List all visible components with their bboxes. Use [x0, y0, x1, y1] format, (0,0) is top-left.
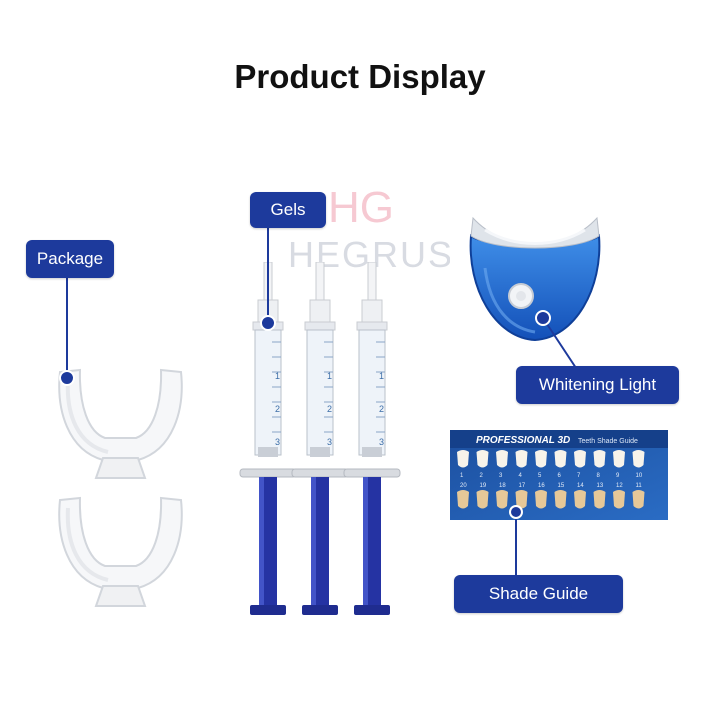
gel-syringe-2: 1 2 3	[291, 262, 349, 615]
shade-number-top: 8	[597, 473, 601, 479]
syringe-mark-3: 3	[327, 437, 332, 447]
shade-tooth-light	[457, 450, 469, 468]
shade-number-top: 3	[499, 473, 503, 479]
shade-tooth-dark	[593, 490, 606, 509]
shade-number-top: 4	[519, 473, 523, 479]
shade-tooth-dark	[613, 490, 625, 509]
whitening-light-device	[469, 216, 601, 342]
mouth-tray-top	[58, 368, 183, 479]
shade-number-bottom: 13	[597, 483, 604, 489]
syringe-mark-1: 1	[327, 371, 332, 381]
shade-guide-brand: PROFESSIONAL 3D	[476, 435, 570, 446]
shade-tooth-dark	[632, 490, 645, 509]
shade-number-top: 5	[538, 473, 542, 479]
shade-number-bottom: 15	[558, 483, 565, 489]
syringe-mark-3: 3	[379, 437, 384, 447]
shade-number-bottom: 11	[636, 483, 643, 489]
shade-number-bottom: 12	[616, 483, 623, 489]
syringe-mark-2: 2	[379, 404, 384, 414]
page-title: Product Display	[234, 58, 486, 95]
gel-syringe-3: 1 2 3	[343, 262, 401, 615]
shade-tooth-dark	[574, 490, 586, 509]
shade-tooth-dark	[476, 490, 489, 509]
watermark-monogram: HG	[328, 183, 394, 232]
shade-tooth-dark	[535, 490, 547, 509]
gels-label: Gels	[250, 192, 326, 228]
shade-guide-subtitle: Teeth Shade Guide	[578, 438, 638, 445]
shade-tooth-light	[632, 450, 645, 468]
shade-number-top: 10	[636, 473, 643, 479]
syringe-mark-2: 2	[275, 404, 280, 414]
shade-guide-label: Shade Guide	[454, 575, 623, 613]
package-label: Package	[26, 240, 114, 278]
syringe-mark-3: 3	[275, 437, 280, 447]
shade-number-bottom: 14	[577, 483, 584, 489]
shade-number-top: 2	[480, 473, 484, 479]
shade-tooth-light	[574, 450, 586, 468]
shade-number-bottom: 17	[519, 483, 526, 489]
shade-number-bottom: 20	[460, 483, 467, 489]
brand-watermark: HG HEGRUS	[288, 183, 450, 270]
shade-number-bottom: 16	[538, 483, 545, 489]
shade-number-top: 1	[460, 473, 464, 479]
shade-tooth-dark	[457, 490, 469, 509]
tooth-row-top: 1 2 3 4 5 6 7 8 9 10	[457, 450, 645, 479]
shade-tooth-dark	[496, 490, 508, 509]
shade-tooth-dark	[515, 490, 528, 509]
mouth-tray-bottom	[58, 496, 183, 607]
whitening-light-label: Whitening Light	[516, 366, 679, 404]
shade-tooth-light	[476, 450, 489, 468]
gel-syringe-1: 1 2 3	[239, 262, 297, 615]
shade-number-top: 7	[577, 473, 581, 479]
shade-number-bottom: 19	[480, 483, 487, 489]
syringe-mark-1: 1	[379, 371, 384, 381]
shade-tooth-light	[496, 450, 508, 468]
shade-tooth-light	[515, 450, 528, 468]
shade-tooth-dark	[554, 490, 567, 509]
shade-tooth-light	[554, 450, 567, 468]
shade-number-top: 6	[558, 473, 562, 479]
shade-tooth-light	[535, 450, 547, 468]
shade-number-top: 9	[616, 473, 620, 479]
shade-number-bottom: 18	[499, 483, 506, 489]
shade-tooth-light	[613, 450, 625, 468]
tooth-row-bottom: 20 19 18 17 16 15 14 13 12 11	[457, 483, 645, 509]
shade-tooth-light	[593, 450, 606, 468]
syringe-mark-1: 1	[275, 371, 280, 381]
syringe-mark-2: 2	[327, 404, 332, 414]
